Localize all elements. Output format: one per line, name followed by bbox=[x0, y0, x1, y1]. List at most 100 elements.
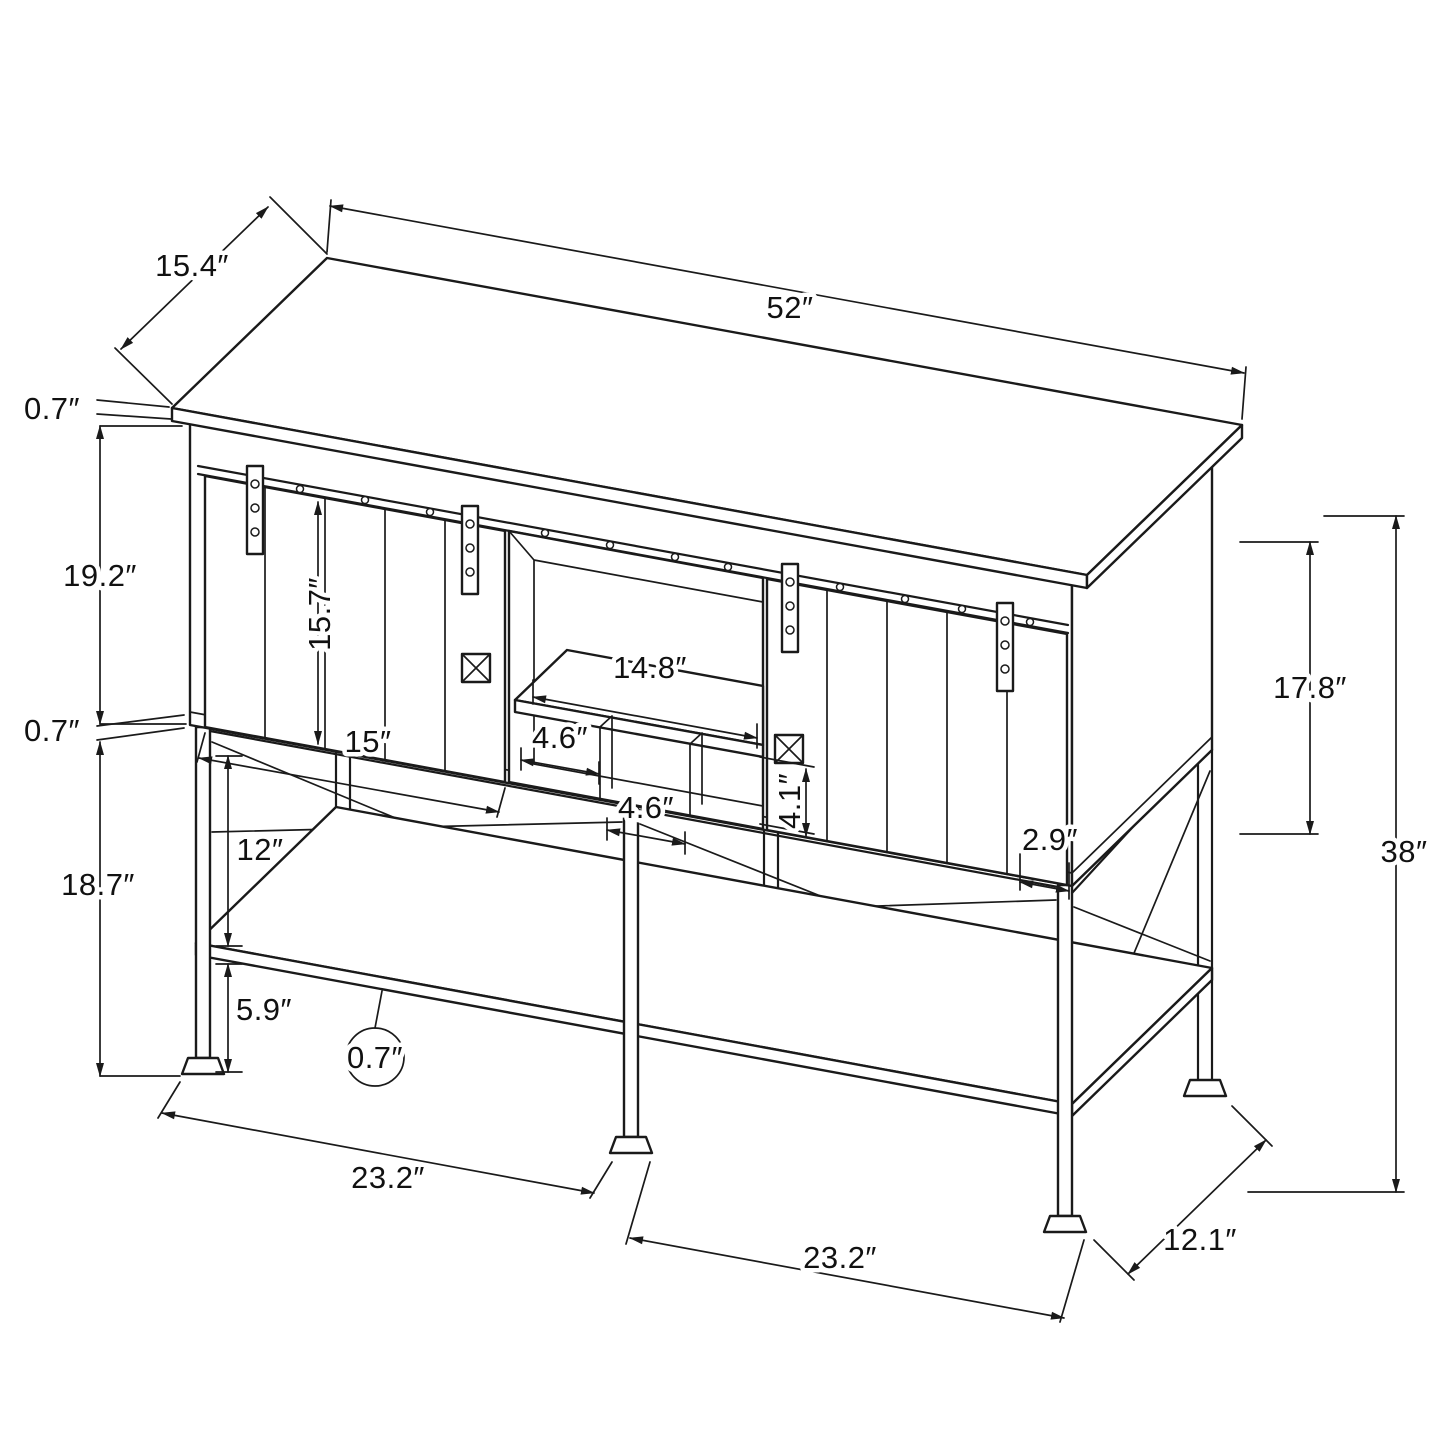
strap-bolt bbox=[465, 543, 475, 553]
door-handles bbox=[460, 652, 805, 765]
extension-lines bbox=[1247, 515, 1405, 1193]
rail-bolt bbox=[360, 495, 370, 505]
strap-bolt bbox=[785, 625, 795, 635]
dim-base-depth-label: 12.1″ bbox=[1163, 1222, 1237, 1257]
right-door-planks bbox=[826, 589, 1008, 875]
front-center-foot bbox=[608, 1135, 654, 1155]
dim-cubby-width-b: 4.6″ bbox=[606, 786, 686, 855]
strap-bolt bbox=[465, 519, 475, 529]
front-right-foot bbox=[1042, 1214, 1088, 1234]
dim-upper-height-label: 19.2″ bbox=[63, 558, 137, 593]
dim-top-depth: 15.4″ bbox=[114, 196, 328, 405]
front-left-leg bbox=[194, 725, 212, 1060]
rail-bolt bbox=[670, 552, 680, 562]
dim-leg-span-left: 23.2″ bbox=[157, 1081, 613, 1200]
stand-shelf bbox=[194, 805, 1214, 1118]
dim-shelf-clearance: 5.9″ bbox=[215, 963, 296, 1073]
dimension-line bbox=[520, 758, 600, 776]
top-panel-side-edge bbox=[1085, 423, 1244, 590]
dimension-line bbox=[1019, 880, 1070, 893]
dim-door-width: 15″ bbox=[196, 720, 506, 818]
dim-cabinet-to-shelf: 12″ bbox=[215, 755, 287, 947]
rail-bolt bbox=[425, 507, 435, 517]
left-door-planks bbox=[264, 486, 446, 772]
callout-circle bbox=[345, 1027, 405, 1087]
dim-base-depth: 12.1″ bbox=[1093, 1105, 1273, 1281]
strap-bolt bbox=[1000, 616, 1010, 626]
dim-opening-width: 14.8″ bbox=[532, 646, 758, 749]
dim-top-depth-label: 15.4″ bbox=[155, 248, 229, 283]
rail-lines bbox=[196, 464, 1070, 635]
dim-leg-span-right: 23.2″ bbox=[625, 1161, 1085, 1323]
dim-cubby-height: 4.1″ bbox=[759, 756, 815, 837]
rear-right-foot bbox=[1182, 1078, 1228, 1098]
leader-lines bbox=[96, 714, 185, 741]
dim-cubby-height-label: 4.1″ bbox=[772, 773, 807, 829]
rail-bolt bbox=[723, 562, 733, 572]
leader-lines bbox=[96, 399, 172, 420]
right-handle-cross bbox=[774, 734, 804, 764]
strap-bolt bbox=[785, 601, 795, 611]
dimension-line bbox=[606, 828, 686, 846]
dim-edge-gap: 2.9″ bbox=[1017, 818, 1082, 900]
dim-door-height-label: 15.7″ bbox=[302, 577, 337, 651]
front-left-foot bbox=[180, 1056, 226, 1076]
strap-bolt bbox=[1000, 640, 1010, 650]
strap-bolt bbox=[250, 527, 260, 537]
dimension-line bbox=[198, 756, 500, 814]
dim-shelf-thickness: 0.7″ bbox=[342, 990, 407, 1087]
door-hanger-straps bbox=[245, 464, 1015, 693]
dim-top-width: 52″ bbox=[326, 199, 1247, 420]
rear-right-leg bbox=[1196, 747, 1214, 1082]
rail-bolt bbox=[835, 582, 845, 592]
dim-top-width-label: 52″ bbox=[767, 290, 814, 325]
dimension-line bbox=[532, 695, 758, 740]
dim-case-height-label: 17.8″ bbox=[1273, 670, 1347, 705]
extension-lines bbox=[1239, 541, 1319, 835]
dim-cubby-width-a: 4.6″ bbox=[520, 716, 600, 785]
extension-lines bbox=[114, 196, 328, 405]
strap-bolt bbox=[250, 479, 260, 489]
dim-cubby-width-b-label: 4.6″ bbox=[618, 790, 674, 825]
barn-door-rail bbox=[196, 464, 1070, 635]
dim-bottom-thickness-label: 0.7″ bbox=[24, 713, 80, 748]
dim-upper-height: 19.2″ bbox=[59, 425, 187, 725]
dim-base-height: 18.7″ bbox=[57, 741, 181, 1077]
strap-bolt bbox=[785, 577, 795, 587]
dim-edge-gap-label: 2.9″ bbox=[1022, 822, 1078, 857]
front-center-leg bbox=[622, 804, 640, 1139]
strap-bolt bbox=[1000, 664, 1010, 674]
dim-top-thickness-label: 0.7″ bbox=[24, 391, 80, 426]
dim-top-thickness: 0.7″ bbox=[19, 387, 172, 431]
dim-door-width-label: 15″ bbox=[345, 724, 392, 759]
dim-case-height: 17.8″ bbox=[1239, 541, 1351, 835]
rail-bolt bbox=[900, 594, 910, 604]
dim-bottom-thickness: 0.7″ bbox=[19, 709, 185, 753]
dim-cubby-width-a-label: 4.6″ bbox=[532, 720, 588, 755]
strap-bolt bbox=[465, 567, 475, 577]
rail-bolt bbox=[1025, 617, 1035, 627]
dim-opening-width-label: 14.8″ bbox=[613, 650, 687, 685]
dimension-line bbox=[329, 204, 1245, 375]
left-handle-cross bbox=[461, 653, 491, 683]
dimension-line bbox=[629, 1236, 1065, 1320]
rail-bolt bbox=[957, 604, 967, 614]
dim-shelf-clearance-label: 5.9″ bbox=[236, 992, 292, 1027]
dim-shelf-thickness-label: 0.7″ bbox=[347, 1040, 403, 1075]
leader-line bbox=[374, 990, 383, 1029]
dimension-line bbox=[161, 1111, 595, 1195]
rail-bolt bbox=[540, 528, 550, 538]
rail-bolt bbox=[295, 484, 305, 494]
dim-overall-height-label: 38″ bbox=[1381, 834, 1428, 869]
dim-overall-height: 38″ bbox=[1247, 515, 1431, 1193]
dim-leg-span-right-label: 23.2″ bbox=[803, 1240, 877, 1275]
strap-bolt bbox=[250, 503, 260, 513]
dimension-line bbox=[120, 206, 269, 350]
dim-cabinet-to-shelf-label: 12″ bbox=[237, 832, 284, 867]
rail-bolt bbox=[605, 540, 615, 550]
dim-leg-span-left-label: 23.2″ bbox=[351, 1160, 425, 1195]
dim-door-height: 15.7″ bbox=[298, 501, 342, 745]
dimension-line bbox=[1127, 1139, 1267, 1275]
